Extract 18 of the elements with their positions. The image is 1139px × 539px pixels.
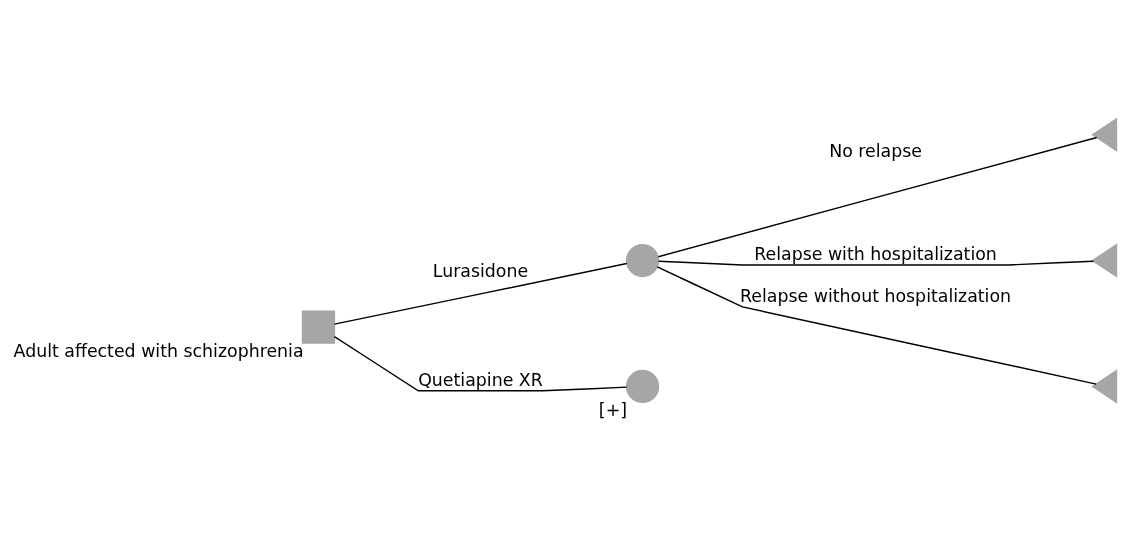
edge-label: Quetiapine XR [418, 369, 543, 390]
node-label: [+] [598, 399, 627, 420]
edge-label: No relapse [829, 140, 922, 161]
node-triangle [1091, 116, 1118, 152]
edge-label: Relapse with hospitalization [754, 243, 997, 264]
node-circle [625, 243, 660, 277]
connector [656, 265, 1097, 385]
edge-label: Relapse without hospitalization [740, 285, 1012, 306]
connector [333, 262, 628, 325]
connector [657, 259, 1095, 266]
connector [657, 136, 1098, 257]
connector [333, 335, 628, 392]
node-box [301, 310, 336, 344]
node-label: Adult affected with schizophrenia [13, 340, 304, 361]
node-circle [625, 369, 660, 403]
node-triangle [1091, 368, 1118, 404]
node-triangle [1091, 242, 1118, 278]
edge-label: Lurasidone [432, 260, 529, 281]
